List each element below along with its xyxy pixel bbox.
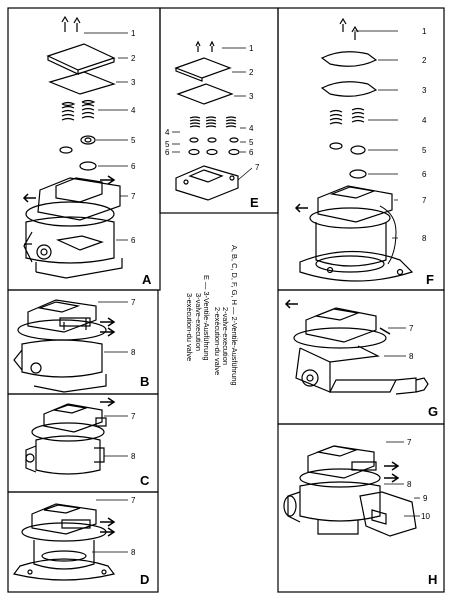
label-A-6: 6 <box>131 162 136 171</box>
legend-line-2: 2-valve-execution <box>221 307 231 365</box>
legend-line-3: 2-exécution-du valve <box>212 307 222 376</box>
callout-labels-E: 1 2 3 4 4 5 5 6 6 7 E <box>165 44 260 210</box>
label-C-7: 7 <box>131 412 136 421</box>
label-E-1: 1 <box>249 44 254 53</box>
panel-letter-F: F <box>426 272 434 287</box>
label-E-6b: 6 <box>165 148 170 157</box>
label-F-6: 6 <box>422 170 427 179</box>
panel-letter-E: E <box>250 195 259 210</box>
label-B-7: 7 <box>131 298 136 307</box>
panel-letter-D: D <box>140 572 149 587</box>
label-A-7: 7 <box>131 192 136 201</box>
legend-line-5: 3-valve-execution <box>193 293 203 351</box>
label-F-2: 2 <box>422 56 427 65</box>
label-E-6: 6 <box>249 148 254 157</box>
callout-labels-H: 7 8 9 10 H <box>407 438 437 587</box>
variant-legend: A, B, C, D, F, G, H — 2-Ventile-Ausführu… <box>185 245 239 405</box>
label-B-8: 8 <box>131 348 136 357</box>
callout-labels-D: 7 8 D <box>131 496 149 587</box>
callout-labels-B: 7 8 B <box>131 298 149 389</box>
callout-labels-F: 1 2 3 4 5 6 7 8 F <box>422 27 434 287</box>
panel-frame-F <box>277 7 445 291</box>
label-A-4: 4 <box>131 106 136 115</box>
label-A-2: 2 <box>131 54 136 63</box>
panel-F-drawing <box>294 17 414 282</box>
panel-frame-D <box>7 491 159 593</box>
label-H-8: 8 <box>407 480 412 489</box>
legend-line-4: E — 3-Ventile-Ausführung <box>202 275 212 361</box>
panel-letter-C: C <box>140 473 150 488</box>
label-E-4b: 4 <box>165 128 170 137</box>
label-F-5: 5 <box>422 146 427 155</box>
legend-line-1: A, B, C, D, F, G, H — 2-Ventile-Ausführu… <box>230 245 239 386</box>
panel-D-drawing <box>12 499 128 581</box>
label-E-7: 7 <box>255 163 260 172</box>
callout-labels-A: 1 2 3 4 5 6 7 6 A <box>131 29 152 287</box>
label-D-8: 8 <box>131 548 136 557</box>
legend-line-6: 3-exécution-du valve <box>185 293 195 362</box>
panel-A-drawing <box>22 15 128 279</box>
panel-frame-A <box>7 7 161 291</box>
label-H-9: 9 <box>423 494 428 503</box>
label-E-4: 4 <box>249 124 254 133</box>
label-D-7: 7 <box>131 496 136 505</box>
label-H-7: 7 <box>407 438 412 447</box>
label-F-1: 1 <box>422 27 427 36</box>
label-G-8: 8 <box>409 352 414 361</box>
panel-H-drawing <box>283 441 420 537</box>
label-E-5: 5 <box>249 138 254 147</box>
callout-labels-G: 7 8 G <box>409 324 438 419</box>
label-F-7: 7 <box>422 196 427 205</box>
label-H-10: 10 <box>421 512 430 521</box>
label-A-5: 5 <box>131 136 136 145</box>
panel-letter-A: A <box>142 272 152 287</box>
panel-letter-B: B <box>140 374 149 389</box>
panel-frame-E <box>159 7 279 214</box>
panel-frame-G <box>277 289 445 425</box>
panel-frame-H <box>277 423 445 593</box>
label-A-6b: 6 <box>131 236 136 245</box>
label-E-5b: 5 <box>165 140 170 149</box>
panel-letter-H: H <box>428 572 437 587</box>
panel-B-drawing <box>13 299 128 393</box>
label-F-8: 8 <box>422 234 427 243</box>
label-G-7: 7 <box>409 324 414 333</box>
label-F-4: 4 <box>422 116 427 125</box>
panel-C-drawing <box>25 397 128 475</box>
panel-letter-G: G <box>428 404 438 419</box>
panel-G-drawing <box>284 299 429 395</box>
label-A-1: 1 <box>131 29 136 38</box>
callout-labels-C: 7 8 C <box>131 412 150 488</box>
label-C-8: 8 <box>131 452 136 461</box>
label-A-3: 3 <box>131 78 136 87</box>
panel-E-drawing <box>172 40 253 201</box>
label-E-2: 2 <box>249 68 254 77</box>
label-E-3: 3 <box>249 92 254 101</box>
label-F-3: 3 <box>422 86 427 95</box>
